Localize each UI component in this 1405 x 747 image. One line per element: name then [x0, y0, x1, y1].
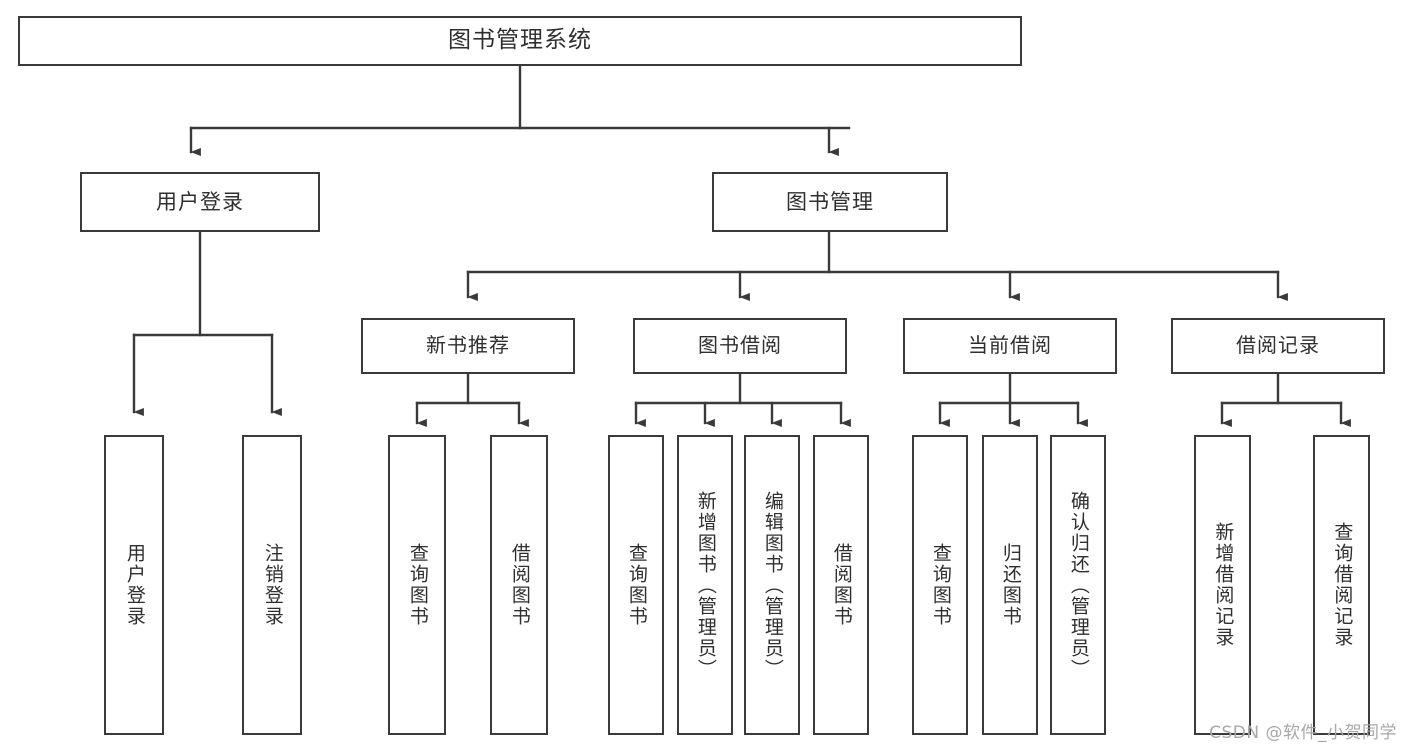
node-book-borrow[interactable]: 图书借阅 — [633, 318, 847, 374]
node-leaf-cur-confirm-return[interactable]: 确认归还（管理员） — [1050, 435, 1106, 735]
node-leaf-rec-query-book[interactable]: 查询图书 — [388, 435, 446, 735]
node-leaf-cur-return-book-label: 归还图书 — [999, 543, 1022, 627]
node-new-book-recommend-label: 新书推荐 — [426, 333, 510, 358]
node-leaf-brw-edit-book[interactable]: 编辑图书（管理员） — [744, 435, 800, 735]
node-book-borrow-label: 图书借阅 — [698, 333, 782, 358]
node-leaf-brw-add-book[interactable]: 新增图书（管理员） — [677, 435, 733, 735]
node-leaf-brw-borrow-book[interactable]: 借阅图书 — [813, 435, 869, 735]
node-leaf-cur-confirm-return-label: 确认归还（管理员） — [1067, 490, 1090, 680]
node-leaf-user-logout[interactable]: 注销登录 — [242, 435, 302, 735]
node-leaf-brw-query-book-label: 查询图书 — [625, 543, 648, 627]
node-book-manage[interactable]: 图书管理 — [712, 172, 948, 232]
node-leaf-cur-return-book[interactable]: 归还图书 — [982, 435, 1038, 735]
node-leaf-rec-query-book-label: 查询图书 — [406, 543, 429, 627]
node-user-login-label: 用户登录 — [156, 189, 244, 214]
node-user-login[interactable]: 用户登录 — [80, 172, 320, 232]
node-borrow-record[interactable]: 借阅记录 — [1171, 318, 1385, 374]
node-leaf-user-login-label: 用户登录 — [123, 543, 146, 627]
node-leaf-user-logout-label: 注销登录 — [261, 543, 284, 627]
node-leaf-cur-query-book-label: 查询图书 — [929, 543, 952, 627]
csdn-watermark: CSDN @软件_小贺同学 — [1209, 723, 1397, 743]
node-leaf-rec-borrow-book-label: 借阅图书 — [508, 543, 531, 627]
node-root-label: 图书管理系统 — [448, 27, 592, 54]
node-leaf-cur-query-book[interactable]: 查询图书 — [912, 435, 968, 735]
node-root[interactable]: 图书管理系统 — [18, 16, 1022, 66]
node-leaf-rec-add-record[interactable]: 新增借阅记录 — [1194, 435, 1251, 735]
node-book-manage-label: 图书管理 — [786, 189, 874, 214]
node-current-borrow[interactable]: 当前借阅 — [903, 318, 1117, 374]
node-leaf-rec-query-record[interactable]: 查询借阅记录 — [1313, 435, 1370, 735]
node-borrow-record-label: 借阅记录 — [1236, 333, 1320, 358]
node-leaf-rec-query-record-label: 查询借阅记录 — [1331, 522, 1354, 648]
node-current-borrow-label: 当前借阅 — [968, 333, 1052, 358]
node-leaf-brw-add-book-label: 新增图书（管理员） — [694, 490, 717, 680]
node-leaf-user-login[interactable]: 用户登录 — [104, 435, 164, 735]
node-leaf-brw-edit-book-label: 编辑图书（管理员） — [761, 490, 784, 680]
node-leaf-brw-borrow-book-label: 借阅图书 — [830, 543, 853, 627]
node-new-book-recommend[interactable]: 新书推荐 — [361, 318, 575, 374]
node-leaf-rec-add-record-label: 新增借阅记录 — [1212, 522, 1235, 648]
node-leaf-rec-borrow-book[interactable]: 借阅图书 — [490, 435, 548, 735]
node-leaf-brw-query-book[interactable]: 查询图书 — [608, 435, 664, 735]
